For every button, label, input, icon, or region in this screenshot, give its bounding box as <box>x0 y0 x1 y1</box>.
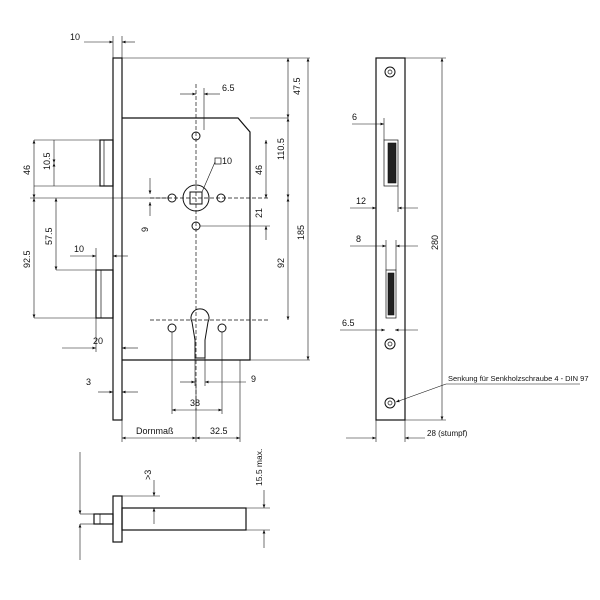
faceplate-strip <box>112 57 123 421</box>
dim-3: 3 <box>86 377 91 387</box>
bolt-body <box>121 507 247 531</box>
dim-10-top: 10 <box>70 32 80 42</box>
dim-92-5: 92.5 <box>22 250 32 268</box>
side-dim-6-5: 6.5 <box>342 318 355 328</box>
dim-92: 92 <box>276 258 286 268</box>
bottom-view: >3 15.5 max. <box>78 449 270 560</box>
dim-21: 21 <box>254 208 264 218</box>
dim-square-10: 10 <box>222 156 232 166</box>
side-dim-6: 6 <box>352 112 357 122</box>
dim-46-left: 46 <box>22 165 32 175</box>
cylinder-profile <box>190 308 210 359</box>
bolt-tongue <box>93 513 114 525</box>
bolt-opening <box>385 269 397 319</box>
dim-6-5: 6.5 <box>222 83 235 93</box>
lock-case-body <box>122 117 251 361</box>
side-dim-280: 280 <box>430 235 440 250</box>
dim-20: 20 <box>93 336 103 346</box>
dim-32-5: 32.5 <box>210 426 228 436</box>
square-symbol-icon <box>214 157 222 165</box>
screw-note: Senkung für Senkholzschraube 4 - DIN 97 <box>448 374 589 383</box>
front-view: 10 6.5 47.5 110.5 185 46 21 92 10 9 <box>22 32 310 442</box>
dim-10-mid: 10 <box>74 244 84 254</box>
latch <box>99 139 114 187</box>
side-dim-12: 12 <box>356 196 366 206</box>
bolt-dim-15-5: 15.5 max. <box>254 449 264 486</box>
deadbolt <box>95 269 114 319</box>
faceplate-section <box>112 495 123 543</box>
side-view: 6 12 8 6.5 280 28 (stumpf) Senkung für S… <box>340 57 589 442</box>
latch-opening <box>383 139 399 187</box>
dim-9-left: 9 <box>140 227 150 232</box>
faceplate-front <box>375 57 406 421</box>
side-dim-28: 28 (stumpf) <box>427 429 468 438</box>
dim-110-5: 110.5 <box>276 138 286 160</box>
dim-38: 38 <box>190 398 200 408</box>
bolt-dim-3: >3 <box>143 470 153 480</box>
dim-185: 185 <box>296 225 306 240</box>
dim-dornmass: Dornmaß <box>136 426 174 436</box>
dim-57-5: 57.5 <box>44 227 54 245</box>
dim-47-5: 47.5 <box>292 77 302 95</box>
dim-10-5: 10.5 <box>42 152 52 170</box>
dim-46-right: 46 <box>254 165 264 175</box>
dim-9-bottom: 9 <box>251 374 256 384</box>
side-dim-8: 8 <box>356 234 361 244</box>
